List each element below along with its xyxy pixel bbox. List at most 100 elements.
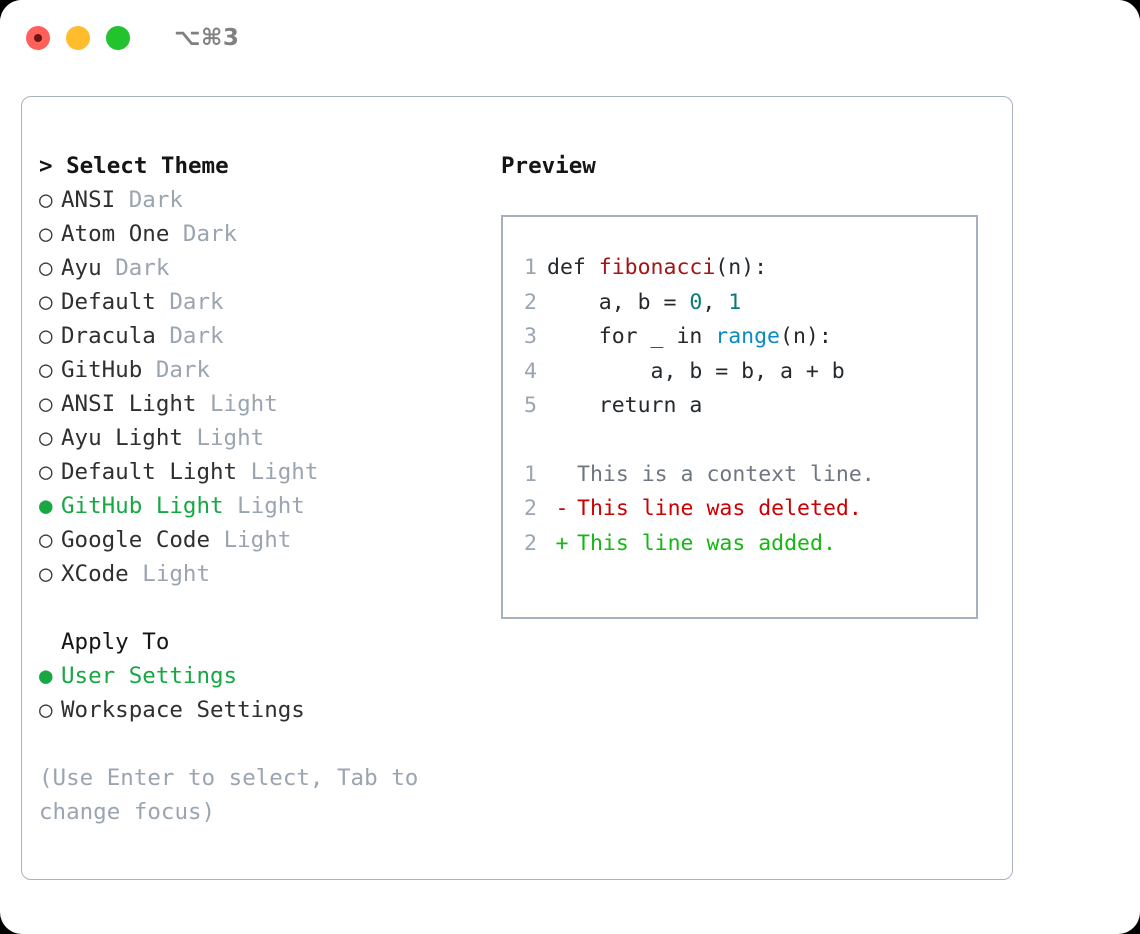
theme-option-default-light[interactable]: ○ Default Light Light xyxy=(39,455,479,489)
code-token-plain: for _ in xyxy=(547,324,716,349)
theme-option-ayu[interactable]: ○Ayu Dark xyxy=(39,251,479,285)
diff-line-text: This line was added. xyxy=(577,530,836,556)
theme-option-tag: Dark xyxy=(182,221,238,247)
theme-option-tag: Dark xyxy=(169,289,224,315)
code-line-text: a, b = 0, 1 xyxy=(547,286,741,321)
theme-option-google-code[interactable]: ○Google Code Light xyxy=(39,523,479,557)
theme-option-label: Atom One xyxy=(61,221,183,247)
radio-selected-icon: ● xyxy=(39,493,53,519)
code-token-plain: , xyxy=(702,289,729,315)
keyboard-shortcut-label: ⌥⌘3 xyxy=(174,25,240,51)
radio-empty-icon: ○ xyxy=(39,221,53,247)
theme-option-tag: Dark xyxy=(155,357,211,383)
theme-option-github[interactable]: ○GitHub Dark xyxy=(39,353,479,387)
code-token-num: 1 xyxy=(728,289,742,315)
code-line: 5 return a xyxy=(503,389,976,424)
theme-option-tag: Light xyxy=(250,459,319,485)
code-line-number: 5 xyxy=(524,393,537,418)
theme-option-tag: Dark xyxy=(128,187,183,213)
theme-option-label: Default Light xyxy=(61,459,251,485)
theme-option-label: Default xyxy=(61,289,170,315)
code-line: 4 a, b = b, a + b xyxy=(503,355,976,390)
code-token-plain: a, b = xyxy=(547,289,690,315)
theme-option-ansi-light[interactable]: ○ ANSI Light Light xyxy=(39,387,479,421)
theme-option-tag: Dark xyxy=(169,323,224,349)
radio-empty-icon: ○ xyxy=(39,425,53,451)
title-bar: ⌥⌘3 xyxy=(0,0,1140,76)
preview-heading: Preview xyxy=(501,153,596,179)
theme-option-ayu-light[interactable]: ○ Ayu Light Light xyxy=(39,421,479,455)
theme-option-github-light[interactable]: ● GitHub Light Light xyxy=(39,489,479,523)
diff-marker xyxy=(547,458,577,493)
diff-line-number: 1 xyxy=(524,461,537,487)
code-line: 2 a, b = 0, 1 xyxy=(503,286,976,321)
maximize-window-button[interactable] xyxy=(106,26,130,50)
theme-option-tag: Light xyxy=(237,493,305,519)
diff-sample: 1 This is a context line.2-This line was… xyxy=(503,458,976,562)
code-token-plain: def xyxy=(547,255,599,280)
theme-option-default[interactable]: ○ Default Dark xyxy=(39,285,479,319)
radio-selected-icon: ● xyxy=(39,663,53,689)
code-line-text: a, b = b, a + b xyxy=(547,355,845,390)
radio-empty-icon: ○ xyxy=(39,391,53,417)
apply-to-heading: Apply To xyxy=(61,629,170,655)
select-theme-title: Select Theme xyxy=(66,153,229,179)
code-line-number: 2 xyxy=(524,289,537,315)
theme-option-xcode[interactable]: ○ XCode Light xyxy=(39,557,479,591)
diff-line-add: 2+This line was added. xyxy=(503,527,976,562)
minimize-window-button[interactable] xyxy=(66,26,90,50)
radio-empty-icon: ○ xyxy=(39,289,53,315)
apply-to-option-label: Workspace Settings xyxy=(61,697,305,723)
theme-list: ○ANSI Dark○Atom One Dark○Ayu Dark○Defaul… xyxy=(39,183,479,591)
diff-line-text: This is a context line. xyxy=(577,461,875,487)
code-line: 3 for _ in range(n): xyxy=(503,320,976,355)
apply-to-list: ●User Settings ○ Workspace Settings xyxy=(39,659,479,727)
radio-empty-icon: ○ xyxy=(39,527,53,553)
diff-line-del: 2-This line was deleted. xyxy=(503,492,976,527)
theme-option-label: XCode xyxy=(61,561,143,587)
code-line-number: 3 xyxy=(524,324,537,349)
radio-empty-icon: ○ xyxy=(39,459,53,485)
theme-option-tag: Light xyxy=(196,425,265,451)
theme-option-label: ANSI Light xyxy=(61,391,211,417)
close-window-button[interactable] xyxy=(26,26,50,50)
radio-empty-icon: ○ xyxy=(39,187,53,213)
diff-line-text: This line was deleted. xyxy=(577,496,862,521)
radio-empty-icon: ○ xyxy=(39,561,53,587)
theme-option-label: Ayu Light xyxy=(61,425,197,451)
theme-option-atom-one[interactable]: ○ Atom One Dark xyxy=(39,217,479,251)
radio-empty-icon: ○ xyxy=(39,697,53,723)
code-line-number: 4 xyxy=(524,358,537,384)
select-theme-heading: > Select Theme xyxy=(39,149,479,183)
help-text: (Use Enter to select, Tab to change focu… xyxy=(39,765,419,825)
radio-empty-icon: ○ xyxy=(39,255,53,281)
radio-empty-icon: ○ xyxy=(39,323,53,349)
code-line-text: return a xyxy=(547,389,703,424)
theme-picker-column: > Select Theme ○ANSI Dark○Atom One Dark○… xyxy=(39,149,479,727)
code-token-call: range xyxy=(715,324,781,349)
code-line-text: for _ in range(n): xyxy=(547,320,832,355)
traffic-lights xyxy=(26,26,130,50)
diff-line-number: 2 xyxy=(524,496,537,521)
apply-to-option-user-settings[interactable]: ●User Settings xyxy=(39,659,479,693)
diff-marker: - xyxy=(555,496,569,521)
code-token-plain: (n): xyxy=(780,324,832,349)
theme-option-tag: Light xyxy=(142,561,211,587)
focus-caret: > xyxy=(39,153,67,179)
theme-option-label: Dracula xyxy=(61,323,170,349)
apply-to-option-workspace-settings[interactable]: ○ Workspace Settings xyxy=(39,693,479,727)
theme-option-label: Google Code xyxy=(61,527,224,553)
theme-option-dracula[interactable]: ○ Dracula Dark xyxy=(39,319,479,353)
theme-option-tag: Light xyxy=(210,391,278,417)
theme-option-label: GitHub xyxy=(61,357,156,383)
diff-line-ctx: 1 This is a context line. xyxy=(503,458,976,493)
code-token-plain: (n): xyxy=(715,255,768,280)
main-panel: > Select Theme ○ANSI Dark○Atom One Dark○… xyxy=(21,96,1013,880)
theme-option-label: GitHub Light xyxy=(61,493,238,519)
theme-option-ansi[interactable]: ○ANSI Dark xyxy=(39,183,479,217)
diff-line-number: 2 xyxy=(524,530,537,556)
